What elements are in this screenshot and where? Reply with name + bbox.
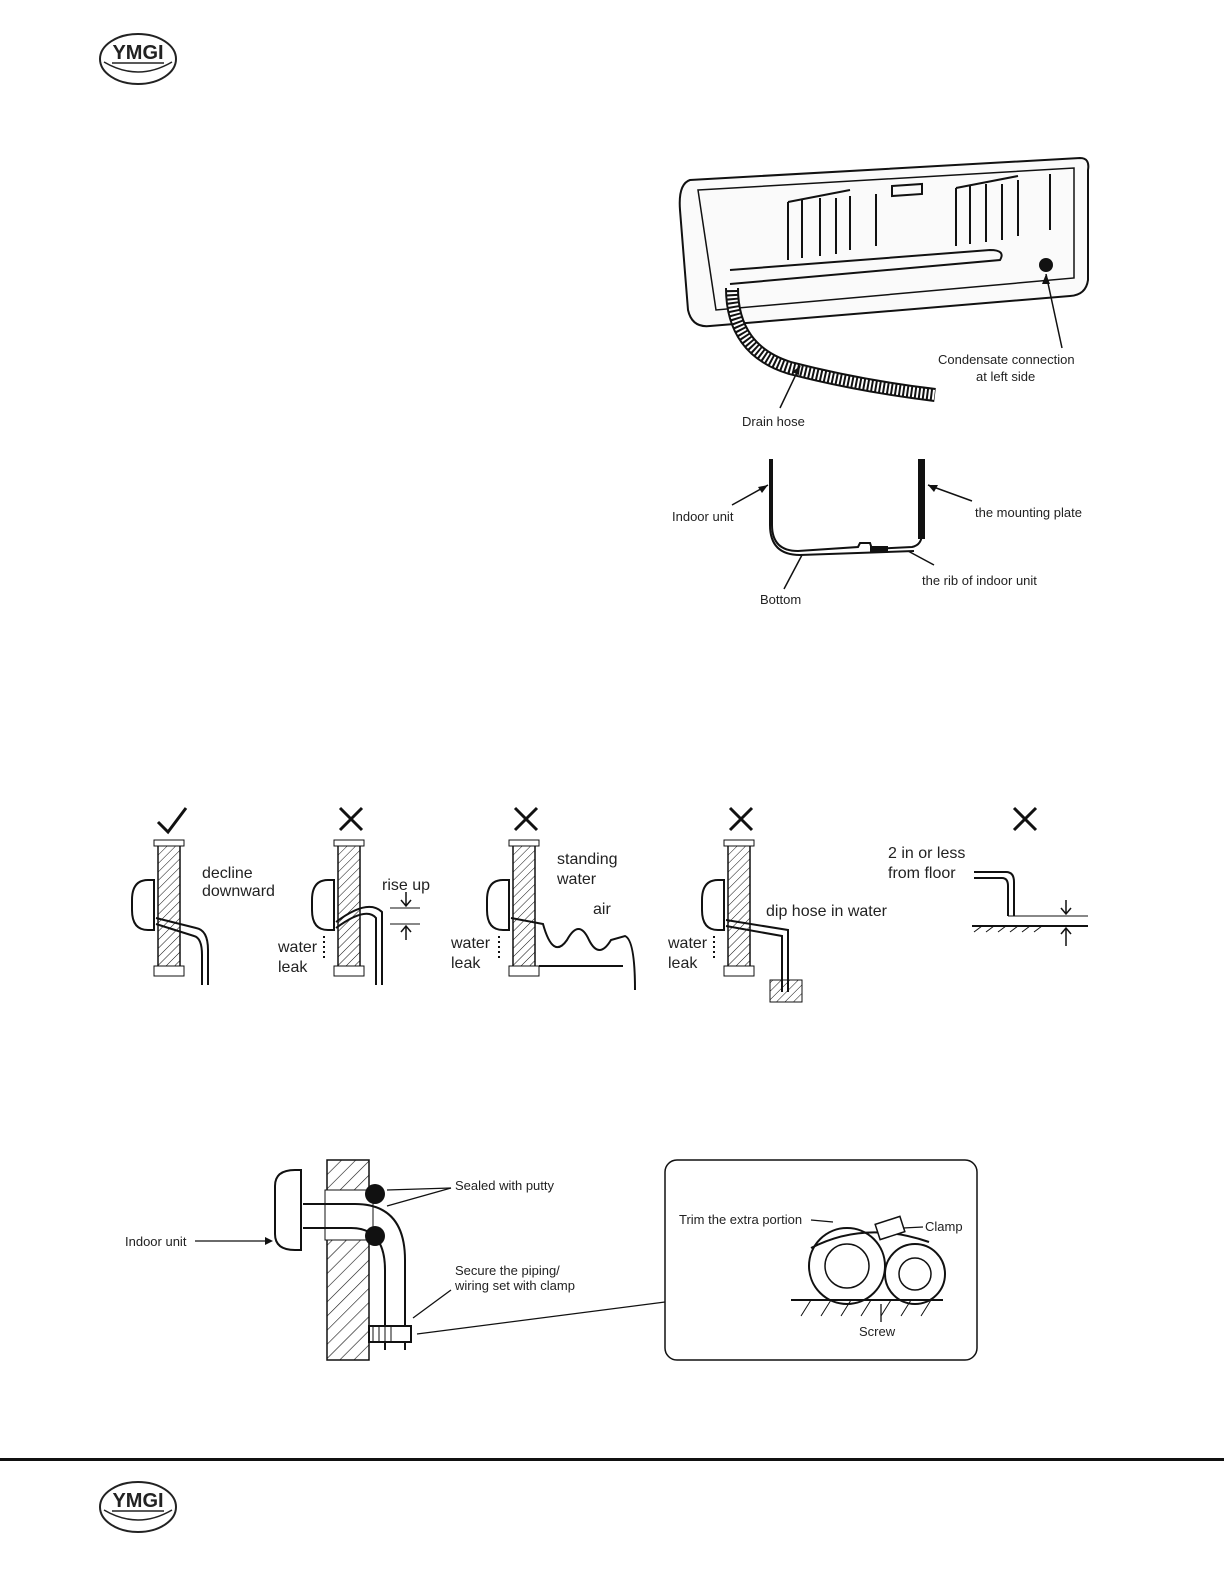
mounting-plate-label: the mounting plate	[975, 505, 1082, 520]
indoor-unit-drain-figure: Condensate connection at left side Drain…	[670, 150, 1110, 440]
svg-text:water: water	[667, 935, 708, 952]
header-logo: YMGI	[98, 32, 178, 86]
rib-label: the rib of indoor unit	[922, 573, 1037, 588]
screw-label: Screw	[859, 1324, 896, 1339]
wall-indoor-unit-label: Indoor unit	[125, 1234, 187, 1249]
footer-logo: YMGI	[98, 1480, 178, 1534]
svg-text:leak: leak	[668, 955, 698, 972]
svg-text:water: water	[277, 939, 318, 956]
section-indoor-unit-label: Indoor unit	[672, 509, 734, 524]
svg-text:2 in or less: 2 in or less	[888, 845, 965, 862]
secure-label-2: wiring set with clamp	[454, 1278, 575, 1293]
panel-rise-up: rise up water leak	[277, 806, 430, 985]
svg-text:decline: decline	[202, 865, 253, 882]
sealed-label: Sealed with putty	[455, 1178, 555, 1193]
svg-text:standing: standing	[557, 851, 618, 868]
bottom-label: Bottom	[760, 592, 801, 607]
svg-text:air: air	[593, 901, 611, 918]
panel-dip-hose: dip hose in water water leak	[667, 806, 888, 1003]
footer-divider	[0, 1458, 1224, 1461]
condensate-label-1: Condensate connection	[938, 352, 1075, 367]
svg-text:YMGI: YMGI	[112, 42, 163, 64]
trim-label: Trim the extra portion	[679, 1212, 802, 1227]
svg-text:leak: leak	[278, 959, 308, 976]
svg-text:dip hose in water: dip hose in water	[766, 903, 888, 920]
wall-penetration-figure: Indoor unit Sealed with putty Secure the…	[125, 1150, 995, 1390]
drain-routing-figure: decline downward rise up water leak	[128, 800, 1098, 1025]
svg-text:leak: leak	[451, 955, 481, 972]
panel-correct: decline downward	[131, 807, 275, 985]
panel-standing-water: standing water air water leak	[450, 806, 636, 991]
svg-text:from floor: from floor	[888, 865, 956, 882]
svg-text:downward: downward	[202, 883, 275, 900]
indoor-unit-section-figure: Indoor unit the mounting plate the rib o…	[672, 455, 1112, 615]
panel-floor-gap: 2 in or less from floor	[888, 806, 1088, 946]
svg-text:water: water	[450, 935, 491, 952]
svg-text:YMGI: YMGI	[112, 1490, 163, 1512]
svg-text:rise up: rise up	[382, 877, 430, 894]
drain-hose-label: Drain hose	[742, 414, 805, 429]
secure-label-1: Secure the piping/	[455, 1263, 560, 1278]
clamp-label: Clamp	[925, 1219, 963, 1234]
condensate-label-2: at left side	[976, 369, 1035, 384]
svg-text:water: water	[556, 871, 597, 888]
